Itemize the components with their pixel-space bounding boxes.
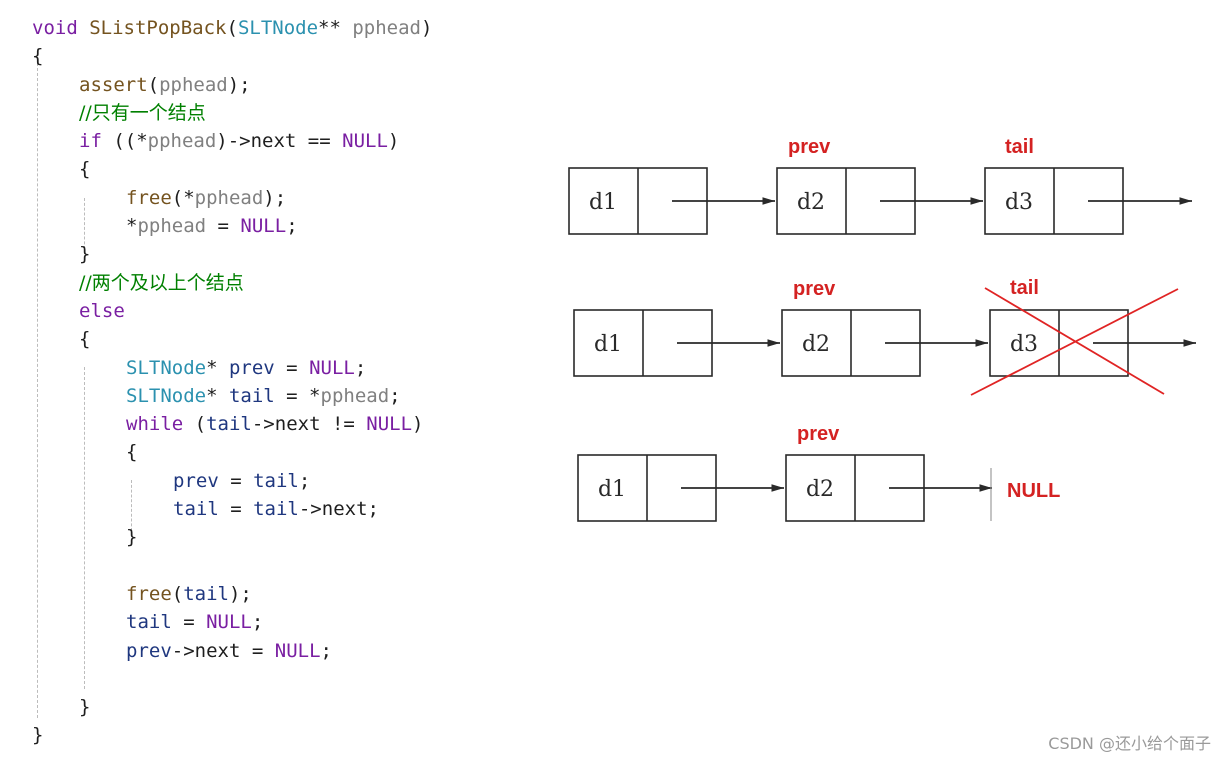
keyword: void bbox=[32, 17, 78, 39]
node-data: d2 bbox=[802, 332, 830, 357]
code-line: else bbox=[79, 299, 125, 322]
code-line: prev = tail; bbox=[173, 469, 311, 492]
node-data: d1 bbox=[594, 332, 622, 357]
prev-label: prev bbox=[793, 278, 836, 300]
prev-label: prev bbox=[788, 136, 831, 158]
indent-guide bbox=[37, 58, 38, 718]
code-line: free(tail); bbox=[126, 582, 252, 605]
node-data: d1 bbox=[598, 477, 626, 502]
indent-guide bbox=[84, 367, 85, 689]
code-line: { bbox=[126, 441, 138, 464]
code-line: tail = tail->next; bbox=[173, 498, 379, 521]
delete-cross bbox=[970, 287, 1179, 396]
comment: //两个及以上个结点 bbox=[79, 271, 244, 294]
list-node: d1 bbox=[577, 454, 717, 522]
code-line: } bbox=[32, 724, 44, 747]
code-line: } bbox=[79, 696, 91, 719]
list-node: d3 bbox=[989, 309, 1129, 377]
indent-guide bbox=[84, 198, 85, 254]
code-line: { bbox=[32, 45, 44, 68]
code-line: prev->next = NULL; bbox=[126, 639, 332, 662]
code-listing: void SListPopBack(SLTNode** pphead) { as… bbox=[0, 14, 540, 750]
code-line: //只有一个结点 bbox=[0, 99, 540, 127]
code-line: SLTNode* tail = *pphead; bbox=[126, 384, 401, 407]
code-line: tail = NULL; bbox=[126, 611, 264, 634]
code-line: if ((*pphead)->next == NULL) bbox=[79, 130, 400, 153]
node-data: d2 bbox=[806, 477, 834, 502]
type-name: SLTNode bbox=[237, 17, 319, 39]
node-data: d3 bbox=[1005, 190, 1033, 215]
list-row-2: prev tail d1 d2 d3 bbox=[573, 277, 1196, 396]
code-line: } bbox=[126, 526, 138, 549]
node-data: d1 bbox=[589, 190, 617, 215]
code-line: } bbox=[79, 243, 91, 266]
tail-label: tail bbox=[1010, 277, 1039, 299]
parameter: pphead bbox=[352, 17, 421, 39]
code-line: //两个及以上个结点 bbox=[0, 269, 540, 297]
list-node: d2 bbox=[785, 454, 925, 522]
list-row-3: prev d1 d2 NULL bbox=[577, 423, 1060, 522]
tail-label: tail bbox=[1005, 136, 1034, 158]
code-line: SLTNode* prev = NULL; bbox=[126, 356, 367, 379]
node-data: d3 bbox=[1010, 332, 1038, 357]
code-line: while (tail->next != NULL) bbox=[126, 413, 424, 436]
prev-label: prev bbox=[797, 423, 840, 445]
null-label: NULL bbox=[1007, 480, 1060, 502]
function-name: SListPopBack bbox=[89, 17, 227, 39]
code-line: assert(pphead); bbox=[79, 73, 251, 96]
watermark: CSDN @还小给个面子 bbox=[1048, 734, 1211, 753]
code-line: void SListPopBack(SLTNode** pphead) bbox=[32, 17, 433, 39]
code-line: free(*pphead); bbox=[126, 186, 287, 209]
code-line: *pphead = NULL; bbox=[126, 215, 298, 238]
node-data: d2 bbox=[797, 190, 825, 215]
list-node: d2 bbox=[776, 167, 916, 235]
comment: //只有一个结点 bbox=[79, 101, 206, 124]
indent-guide bbox=[131, 480, 132, 536]
code-line: { bbox=[79, 158, 91, 181]
list-row-1: prev tail d1 d2 d3 bbox=[568, 136, 1192, 235]
code-line: { bbox=[79, 328, 91, 351]
